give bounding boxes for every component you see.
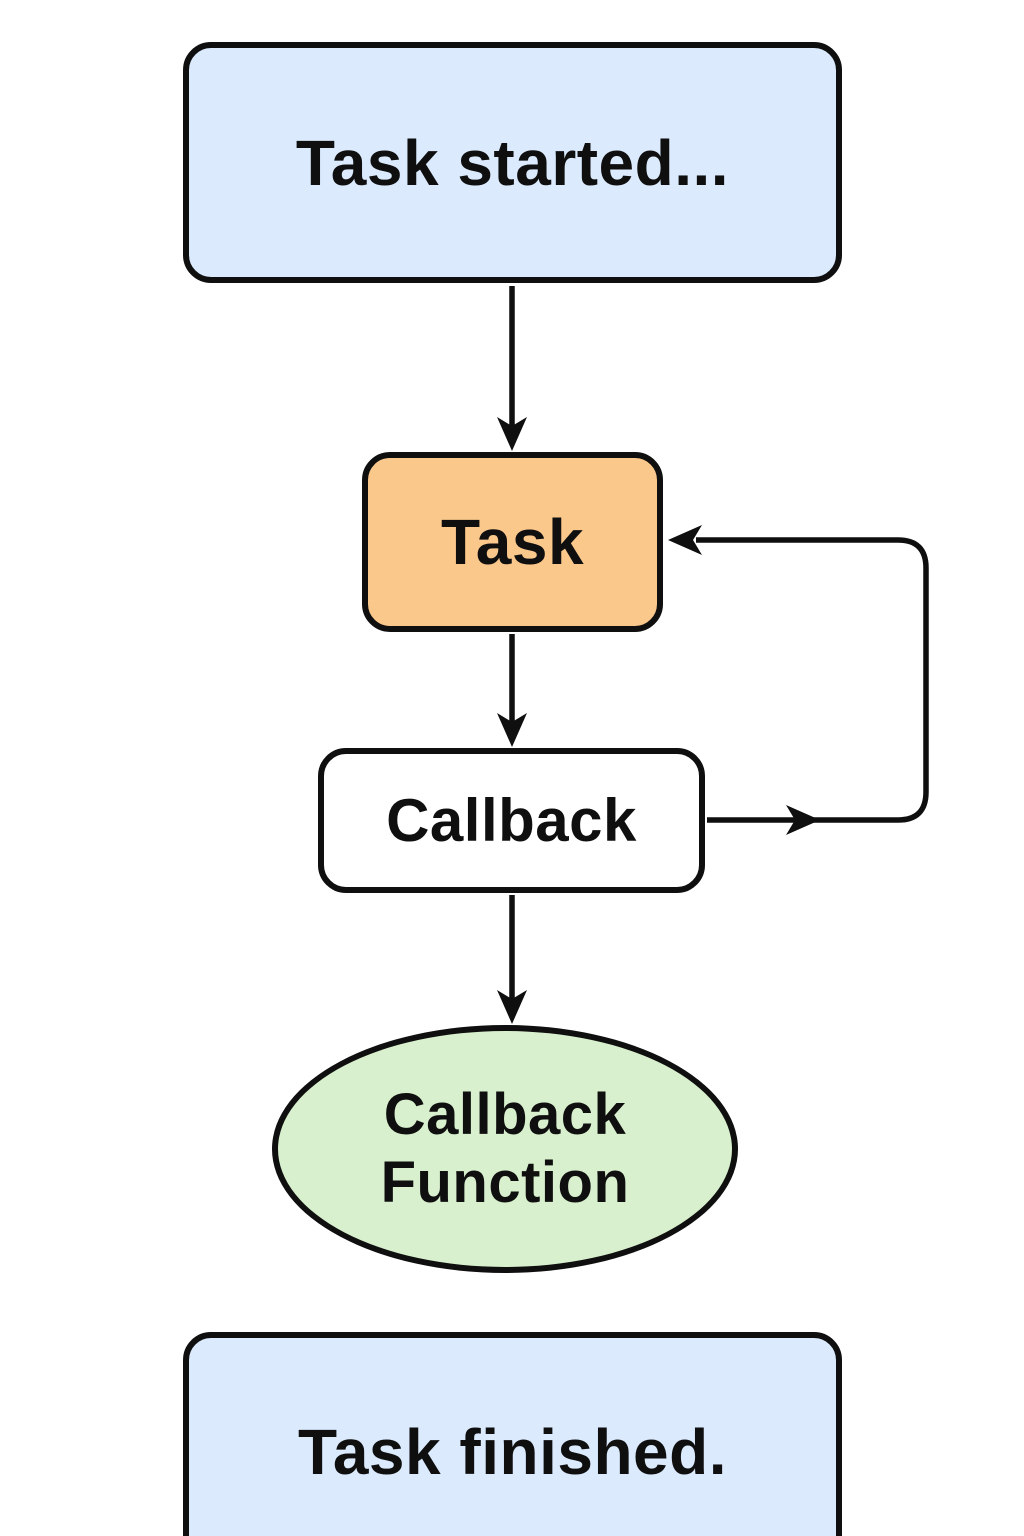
node-callback-label: Callback (386, 787, 637, 854)
node-callback-function: Callback Function (272, 1025, 738, 1273)
arrowhead-into-callback (497, 713, 527, 747)
node-task-finished-label: Task finished. (297, 1416, 728, 1488)
arrowhead-into-task (497, 417, 527, 451)
arrowhead-into-callback-function (497, 990, 527, 1024)
arrowhead-loop-into-task (668, 525, 702, 555)
node-task-finished: Task finished. (183, 1332, 842, 1536)
node-callback-function-label: Callback Function (380, 1081, 630, 1215)
node-task: Task (362, 452, 663, 632)
node-task-started: Task started... (183, 42, 842, 283)
node-task-started-label: Task started... (295, 126, 730, 199)
arrowhead-loop-midline (786, 805, 820, 835)
edge-callback-loop-to-task-line (696, 537, 929, 823)
node-callback: Callback (318, 748, 705, 893)
node-task-label: Task (440, 506, 585, 578)
